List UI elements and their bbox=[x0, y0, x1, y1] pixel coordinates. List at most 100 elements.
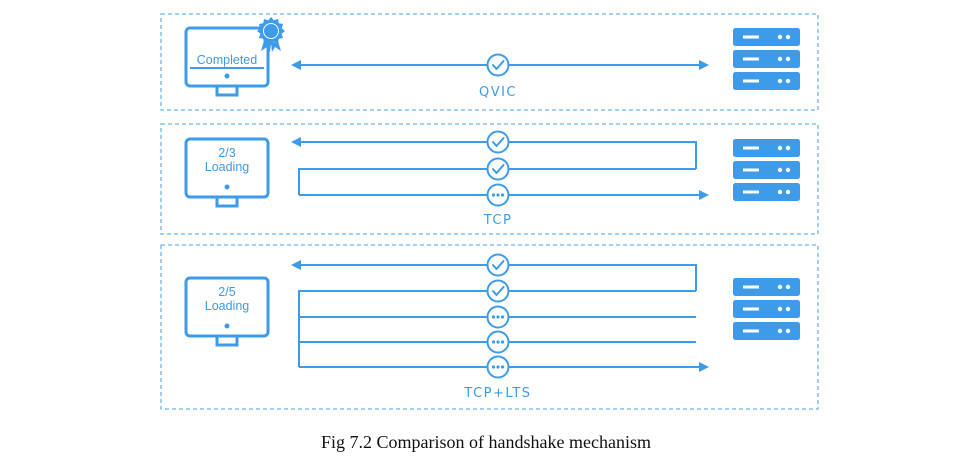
status-text: Completed bbox=[197, 53, 257, 67]
led-dot bbox=[777, 78, 783, 84]
protocol-label: TCP bbox=[483, 213, 513, 228]
drive-slot bbox=[743, 35, 759, 39]
handshake-diagram: CompletedQVIC2/3LoadingTCP2/5LoadingTCP+… bbox=[160, 13, 819, 410]
ribbon-left bbox=[261, 41, 271, 52]
protocol-label: TCP+LTS bbox=[463, 386, 531, 401]
return-connector bbox=[298, 341, 696, 367]
led-dot bbox=[785, 145, 791, 151]
dot bbox=[496, 340, 500, 344]
status-ring bbox=[486, 130, 510, 154]
led-dot bbox=[777, 189, 783, 195]
check-circle-icon bbox=[486, 130, 510, 154]
dot bbox=[496, 193, 500, 197]
check-mark bbox=[492, 137, 505, 147]
pending-circle-icon bbox=[486, 183, 510, 207]
pending-circle-icon bbox=[486, 305, 510, 329]
ribbon-right bbox=[271, 41, 281, 52]
server-rack-icon bbox=[733, 139, 800, 201]
dot bbox=[491, 193, 496, 197]
power-dot bbox=[224, 73, 230, 79]
server-unit bbox=[733, 28, 800, 46]
panel-border bbox=[160, 13, 819, 111]
server-unit bbox=[733, 300, 800, 318]
progress-text: 2/5 bbox=[218, 285, 235, 299]
drive-slot bbox=[743, 285, 759, 289]
led-dot bbox=[785, 328, 791, 334]
power-dot bbox=[224, 323, 230, 329]
status-ring bbox=[486, 253, 510, 277]
server-unit bbox=[733, 139, 800, 157]
led-dot bbox=[785, 306, 791, 312]
status-text: Loading bbox=[205, 160, 250, 174]
led-dot bbox=[785, 56, 791, 62]
check-circle-icon bbox=[486, 157, 510, 181]
pending-circle-icon bbox=[486, 330, 510, 354]
power-dot bbox=[224, 184, 230, 190]
dot bbox=[500, 193, 505, 197]
monitor-screen bbox=[184, 137, 270, 199]
server-unit bbox=[733, 278, 800, 296]
led-dot bbox=[777, 56, 783, 62]
dot bbox=[491, 315, 496, 319]
panel-border bbox=[160, 244, 819, 410]
check-circle-icon bbox=[486, 53, 510, 77]
dot bbox=[500, 315, 505, 319]
drive-slot bbox=[743, 79, 759, 83]
dot bbox=[491, 340, 496, 344]
led-dot bbox=[785, 34, 791, 40]
led-dot bbox=[777, 328, 783, 334]
status-ring bbox=[486, 157, 510, 181]
monitor-stand bbox=[215, 336, 239, 347]
check-mark bbox=[492, 164, 505, 174]
monitor-stand bbox=[215, 197, 239, 208]
status-text: Loading bbox=[205, 299, 250, 313]
server-rack-icon bbox=[733, 28, 800, 90]
dot bbox=[496, 315, 500, 319]
drive-slot bbox=[743, 190, 759, 194]
dot bbox=[496, 365, 500, 369]
drive-slot bbox=[743, 329, 759, 333]
server-unit bbox=[733, 183, 800, 201]
figure-caption: Fig 7.2 Comparison of handshake mechanis… bbox=[321, 432, 651, 452]
server-unit bbox=[733, 161, 800, 179]
return-connector bbox=[298, 316, 696, 342]
check-circle-icon bbox=[486, 253, 510, 277]
dot bbox=[500, 340, 505, 344]
drive-slot bbox=[743, 168, 759, 172]
monitor-screen bbox=[184, 26, 270, 88]
return-connector bbox=[298, 290, 696, 317]
led-dot bbox=[785, 78, 791, 84]
server-unit bbox=[733, 72, 800, 90]
led-dot bbox=[777, 167, 783, 173]
led-dot bbox=[777, 306, 783, 312]
check-mark bbox=[492, 260, 505, 270]
led-dot bbox=[785, 189, 791, 195]
client-monitor: Completed bbox=[184, 17, 285, 97]
led-dot bbox=[777, 145, 783, 151]
drive-slot bbox=[743, 57, 759, 61]
return-connector bbox=[298, 168, 696, 195]
drive-slot bbox=[743, 146, 759, 150]
led-dot bbox=[777, 284, 783, 290]
panel-border bbox=[160, 123, 819, 235]
led-dot bbox=[785, 167, 791, 173]
server-unit bbox=[733, 50, 800, 68]
monitor-screen bbox=[184, 276, 270, 338]
server-unit bbox=[733, 322, 800, 340]
pending-circle-icon bbox=[486, 355, 510, 379]
status-ring bbox=[486, 53, 510, 77]
server-rack-icon bbox=[733, 278, 800, 340]
drive-slot bbox=[743, 307, 759, 311]
dot bbox=[491, 365, 496, 369]
monitor-stand bbox=[215, 86, 239, 97]
seal-body bbox=[257, 17, 285, 45]
check-circle-icon bbox=[486, 279, 510, 303]
progress-text: 2/3 bbox=[218, 146, 235, 160]
status-ring bbox=[486, 279, 510, 303]
led-dot bbox=[785, 284, 791, 290]
protocol-label: QVIC bbox=[479, 85, 517, 100]
